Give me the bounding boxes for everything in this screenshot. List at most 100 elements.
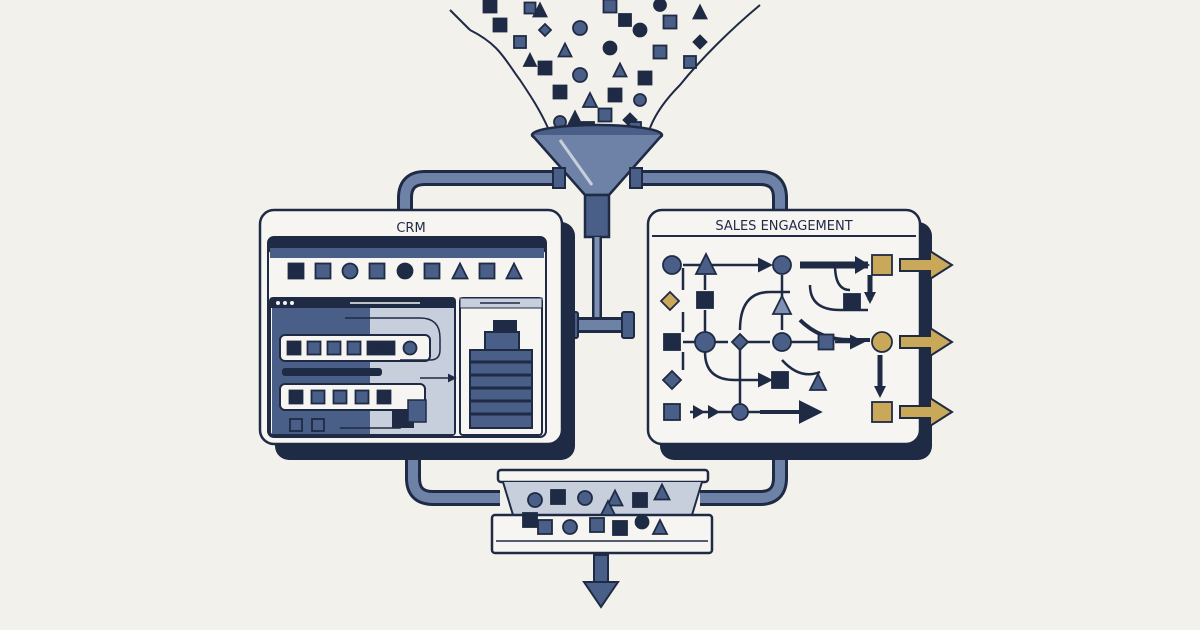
crm-title: CRM [396,221,425,236]
sales-engagement-title: SALES ENGAGEMENT [715,219,852,234]
triangle-shape [532,1,548,18]
square-shape [589,517,605,533]
square-shape [552,84,568,100]
crm-panel: CRM [258,208,575,460]
diamond-shape [537,22,553,38]
square-shape [376,389,392,405]
diamond-shape [661,369,683,391]
triangle-shape [599,498,617,516]
crm-shape-row [287,261,523,280]
square-shape [354,389,370,405]
diamond-shape [730,332,750,352]
square-shape [306,340,322,356]
circle-shape [772,332,792,352]
triangle-shape [612,61,628,78]
circle-shape [527,492,543,508]
output-arrow-icon [899,396,954,428]
circle-shape [633,93,647,107]
workflow-arrowheads [693,256,886,419]
triangle-shape [581,90,599,108]
circle-shape [402,340,418,356]
square-shape [597,107,613,123]
square-shape [618,13,632,27]
square-shape [492,17,508,33]
square-shape [314,262,332,280]
square-shape [423,262,441,280]
circle-shape [562,519,578,535]
circle-shape [772,255,792,275]
square-shape [513,35,527,49]
circle-shape [634,514,650,530]
sales-engagement-panel: SALES ENGAGEMENT [646,208,932,460]
square-shape [286,340,302,356]
tray-shapes [522,482,671,536]
circle-shape [871,331,893,353]
square-shape [637,70,653,86]
square-shape [289,418,303,432]
crm-list-items [286,340,418,432]
square-shape [607,87,623,103]
square-shape [843,293,861,311]
square-shape [332,389,348,405]
square-shape [288,389,304,405]
square-shape [683,55,697,69]
square-shape [522,512,538,528]
triangle-shape [505,261,523,280]
diamond-shape [692,34,708,50]
square-shape [346,340,362,356]
circle-shape [662,255,682,275]
circle-shape [577,490,593,506]
circle-shape [572,67,588,83]
circle-shape [653,0,667,12]
square-shape [871,254,893,276]
square-shape [550,489,566,505]
circle-shape [694,331,716,353]
square-shape [380,340,396,356]
square-shape [663,403,681,421]
circle-shape [602,40,618,56]
circle-shape [572,20,588,36]
square-shape [537,519,553,535]
square-shape [662,14,678,30]
stream-edge-left [469,29,549,129]
stream-edge-left-top [449,9,471,31]
square-shape [663,333,681,351]
stream-edge-right [649,4,761,129]
square-shape [771,371,789,389]
circle-shape [341,262,359,280]
triangle-shape [606,488,624,507]
circle-shape [731,403,749,421]
square-shape [310,389,326,405]
triangle-shape [653,482,671,501]
square-shape [287,262,305,280]
triangle-shape [808,371,828,391]
square-shape [632,492,648,508]
square-shape [366,340,382,356]
triangle-shape [692,3,708,20]
triangle-shape [567,109,583,126]
crm-list-row [282,368,382,376]
square-shape [817,333,835,351]
circle-shape [396,262,414,280]
square-shape [311,418,325,432]
down-arrow-icon [582,554,620,609]
square-shape [652,44,668,60]
triangle-shape [451,261,469,280]
triangle-shape [557,41,573,58]
square-shape [523,1,537,15]
square-shape [326,340,342,356]
square-shape [871,401,893,423]
pipe-top-left [397,170,555,212]
triangle-shape [651,517,669,535]
square-shape [602,0,618,14]
circle-shape [632,22,648,38]
funnel-icon [530,123,664,239]
database-stack-icon [469,320,533,429]
diamond-shape [659,290,681,312]
workflow-nodes [659,251,893,423]
triangle-shape [522,51,538,67]
square-shape [368,262,386,280]
output-arrows [899,249,954,428]
